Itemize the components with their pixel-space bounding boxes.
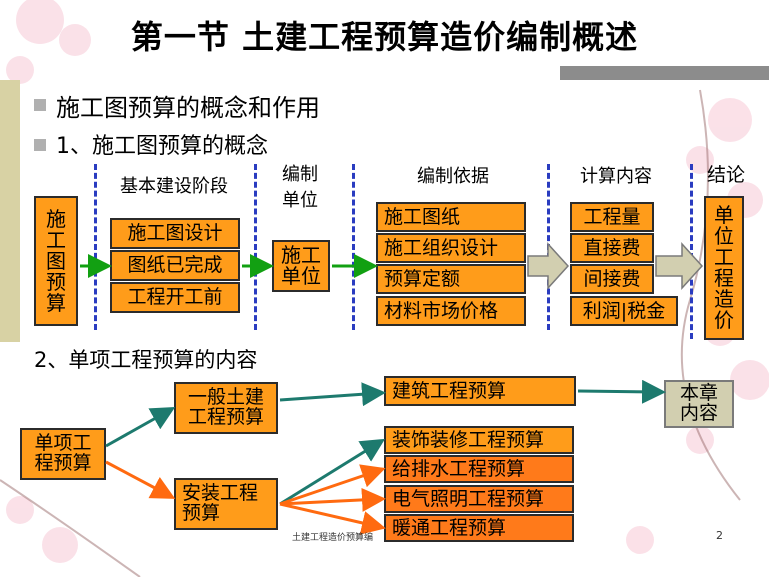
page-number: 2 bbox=[716, 529, 723, 542]
header-basis: 编制依据 bbox=[417, 166, 489, 187]
building-budget-box: 建筑工程预算 bbox=[384, 376, 576, 406]
unit-line: 单位 bbox=[281, 264, 321, 288]
chapter-line: 内容 bbox=[679, 402, 718, 424]
vertical-char: 预 bbox=[46, 269, 66, 294]
vertical-char: 算 bbox=[46, 290, 66, 315]
calc-box: 间接费 bbox=[570, 264, 654, 294]
block-arrow bbox=[655, 242, 704, 290]
divider-dashed bbox=[690, 164, 693, 339]
general-line: 一般土建 bbox=[187, 386, 264, 409]
left-accent-bar bbox=[0, 80, 20, 342]
bullet-marker bbox=[34, 139, 46, 151]
install-line: 预算 bbox=[182, 502, 221, 524]
unit-project-cost-box: 单 位 工 程 造 价 bbox=[704, 196, 744, 340]
install-item-box: 电气照明工程预算 bbox=[384, 485, 574, 513]
vertical-char: 造 bbox=[714, 287, 734, 311]
install-item-box: 暖通工程预算 bbox=[384, 514, 574, 542]
header-unit-line2: 单位 bbox=[282, 190, 318, 211]
tree-arrow bbox=[279, 382, 386, 407]
stage-box: 工程开工前 bbox=[110, 282, 240, 313]
unit-line: 施工 bbox=[281, 243, 321, 267]
chapter-line: 本章 bbox=[679, 382, 718, 405]
general-line: 工程预算 bbox=[187, 406, 264, 428]
tree-arrow bbox=[279, 502, 386, 535]
tree-arrow bbox=[105, 460, 176, 499]
divider-dashed bbox=[352, 164, 355, 330]
basis-box: 材料市场价格 bbox=[376, 296, 526, 326]
calc-box: 工程量 bbox=[570, 202, 654, 232]
tree-arrow bbox=[279, 464, 386, 506]
header-stage: 基本建设阶段 bbox=[120, 176, 228, 197]
basis-box: 施工图纸 bbox=[376, 202, 526, 232]
divider-dashed bbox=[254, 164, 257, 330]
single-project-budget-box: 单项工 程预算 bbox=[20, 428, 106, 480]
vertical-char: 位 bbox=[714, 224, 734, 248]
calc-box: 利润|税金 bbox=[570, 296, 678, 326]
root-line: 单项工 bbox=[34, 432, 92, 455]
tree-arrow bbox=[577, 379, 666, 404]
install-line: 安装工程 bbox=[182, 482, 259, 505]
chapter-content-box: 本章 内容 bbox=[664, 380, 734, 428]
stage-box: 图纸已完成 bbox=[110, 250, 240, 281]
install-item-box: 装饰装修工程预算 bbox=[384, 426, 574, 454]
vertical-char: 工 bbox=[46, 227, 66, 252]
basis-box: 施工组织设计 bbox=[376, 233, 526, 263]
install-item-box: 给排水工程预算 bbox=[384, 455, 574, 483]
header-calc: 计算内容 bbox=[580, 166, 652, 187]
footer-text: 土建工程造价预算编 bbox=[292, 533, 374, 543]
header-conclusion: 结论 bbox=[706, 164, 745, 186]
bullet-concept-and-role: 施工图预算的概念和作用 bbox=[56, 94, 320, 122]
block-arrow bbox=[527, 242, 570, 290]
slide-title: 第一节 土建工程预算造价编制概述 bbox=[130, 18, 639, 56]
vertical-char: 工 bbox=[714, 245, 734, 269]
vertical-char: 单 bbox=[714, 203, 734, 227]
divider-dashed bbox=[94, 164, 97, 330]
vertical-char: 图 bbox=[46, 248, 66, 273]
calc-box: 直接费 bbox=[570, 233, 654, 263]
bullet-marker bbox=[34, 99, 46, 111]
title-underline-bar bbox=[560, 66, 769, 80]
section2-heading: 2、单项工程预算的内容 bbox=[34, 348, 258, 372]
basis-box: 预算定额 bbox=[376, 264, 526, 294]
bullet-concept: 1、施工图预算的概念 bbox=[56, 134, 268, 159]
construction-drawing-budget-box: 施 工 图 预 算 bbox=[34, 196, 78, 326]
tree-arrow bbox=[279, 487, 386, 512]
tree-arrow bbox=[279, 438, 386, 506]
vertical-char: 程 bbox=[714, 266, 734, 290]
installation-budget-box: 安装工程 预算 bbox=[174, 478, 278, 530]
header-unit-line1: 编制 bbox=[282, 164, 318, 185]
vertical-char: 价 bbox=[714, 308, 734, 332]
root-line: 程预算 bbox=[34, 452, 92, 474]
general-civil-budget-box: 一般土建 工程预算 bbox=[174, 382, 278, 434]
tree-arrow bbox=[105, 407, 176, 448]
vertical-char: 施 bbox=[46, 206, 66, 231]
stage-box: 施工图设计 bbox=[110, 218, 240, 249]
